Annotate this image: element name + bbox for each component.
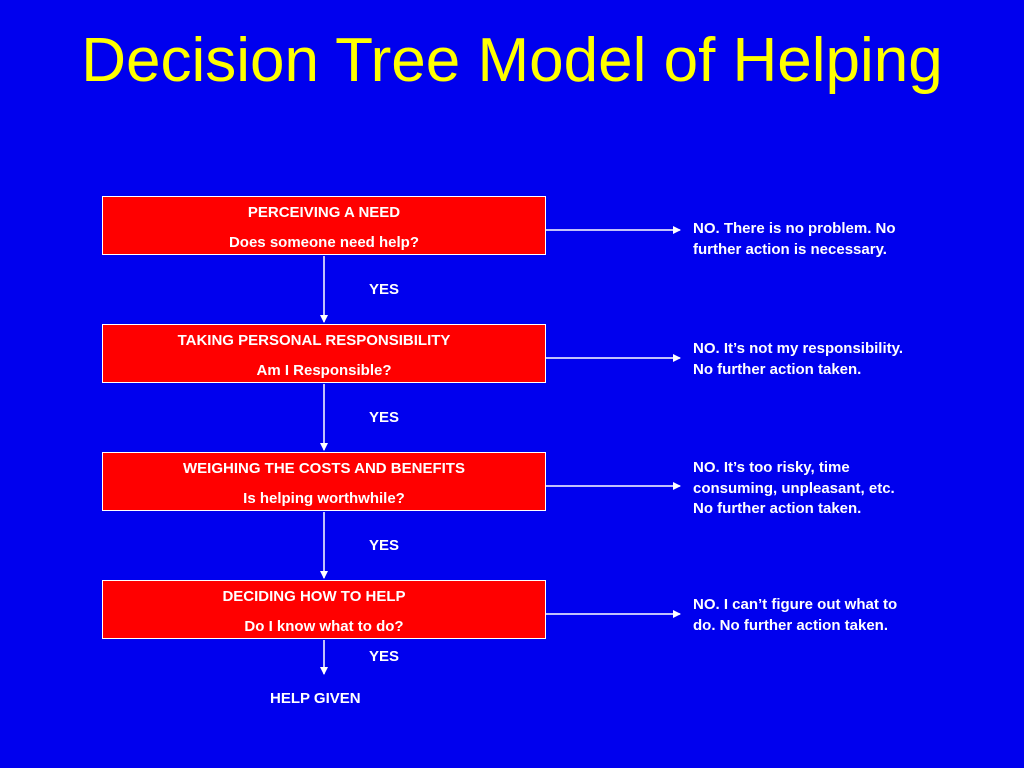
step-box-deciding-how: DECIDING HOW TO HELP Do I know what to d… xyxy=(102,580,546,639)
yes-label-3: YES xyxy=(369,537,400,554)
step-box-perceiving-need: PERCEIVING A NEED Does someone need help… xyxy=(102,196,546,255)
step-question: Is helping worthwhile? xyxy=(243,490,405,507)
step-stage-label: PERCEIVING A NEED xyxy=(247,204,401,221)
yes-label-4: YES xyxy=(369,648,400,665)
step-stage-label: WEIGHING THE COSTS AND BENEFITS xyxy=(183,460,465,477)
no-outcome-2: NO. It’s not my responsibility. No furth… xyxy=(693,340,904,378)
slide-title: Decision Tree Model of Helping xyxy=(81,26,943,95)
final-outcome-label: HELP GIVEN xyxy=(270,690,361,707)
no-outcome-1: NO. There is no problem. No further acti… xyxy=(693,220,896,258)
yes-label-2: YES xyxy=(369,409,400,426)
step-question: Do I know what to do? xyxy=(244,618,404,635)
no-outcome-3: NO. It’s too risky, time consuming, unpl… xyxy=(693,459,895,517)
step-question: Am I Responsible? xyxy=(256,362,392,379)
yes-label-1: YES xyxy=(369,281,400,298)
step-box-costs-benefits: WEIGHING THE COSTS AND BENEFITS Is helpi… xyxy=(102,452,546,511)
step-box-personal-responsibility: TAKING PERSONAL RESPONSIBILITY Am I Resp… xyxy=(102,324,546,383)
no-outcome-4: NO. I can’t figure out what to do. No fu… xyxy=(693,596,898,634)
step-stage-label: TAKING PERSONAL RESPONSIBILITY xyxy=(177,332,451,349)
step-stage-label: DECIDING HOW TO HELP xyxy=(222,588,406,605)
step-question: Does someone need help? xyxy=(228,234,420,251)
